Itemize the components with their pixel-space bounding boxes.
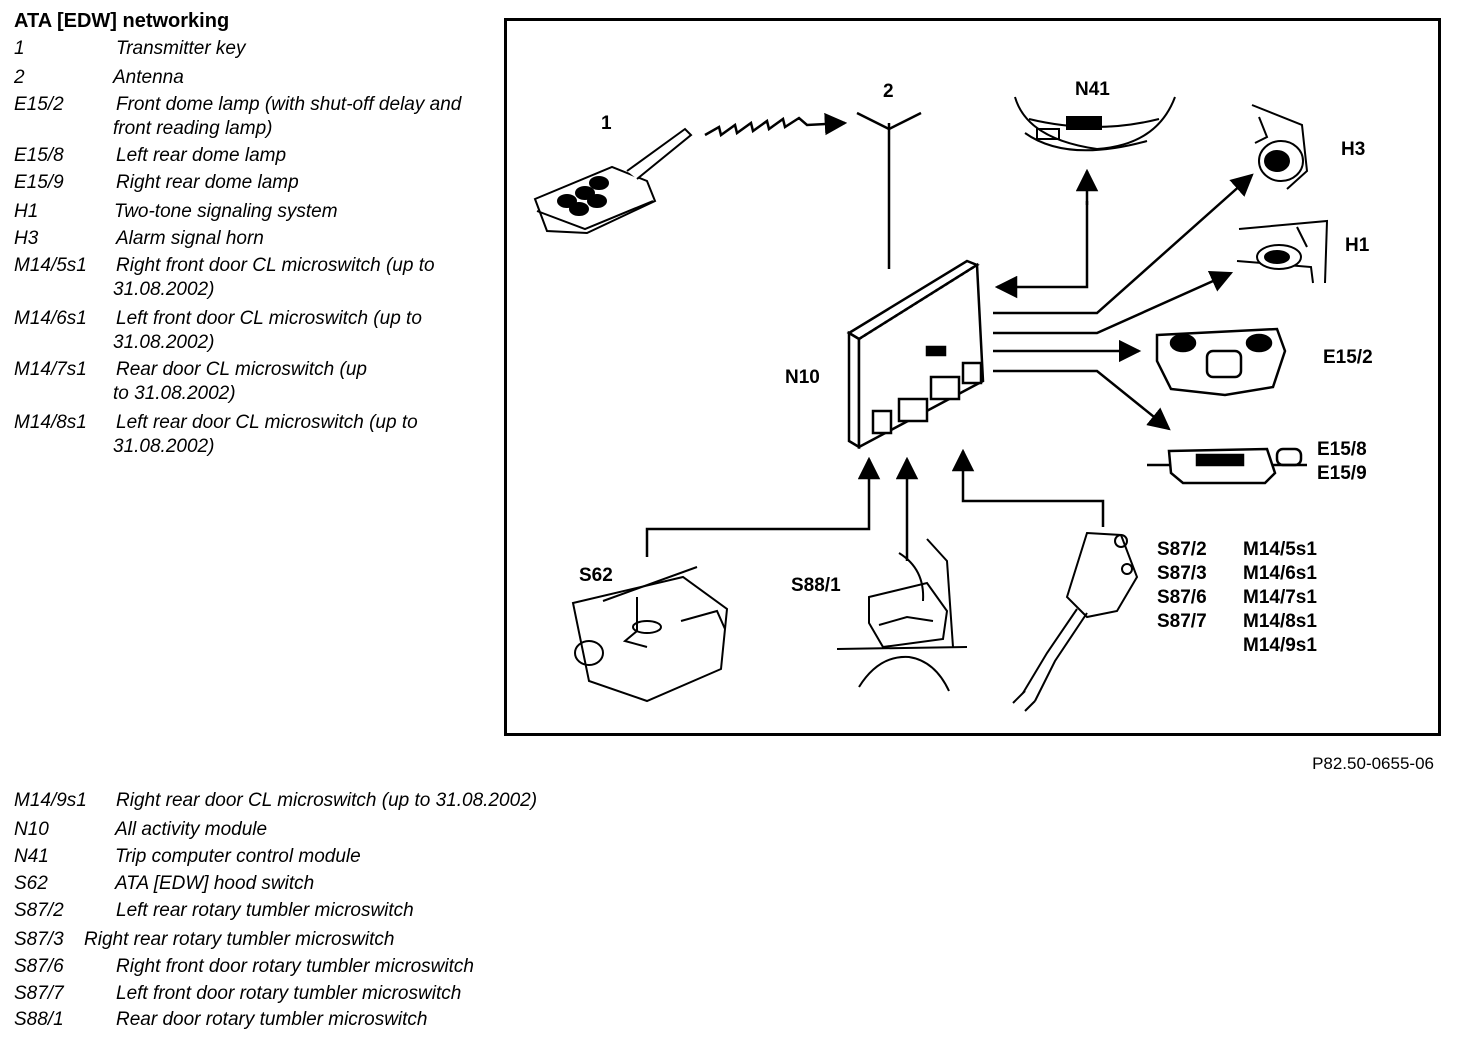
legend-code: M14/6s1 bbox=[14, 308, 87, 329]
legend-code: S87/3 bbox=[14, 929, 64, 950]
legend-desc: All activity module bbox=[115, 819, 268, 840]
label-m14-5s1: M14/5s1 bbox=[1243, 539, 1317, 560]
n10-connections bbox=[993, 168, 1254, 431]
input-connections bbox=[645, 448, 1105, 561]
label-s87-7: S87/7 bbox=[1157, 611, 1207, 632]
legend-desc: Antenna bbox=[113, 67, 184, 88]
legend-code: H1 bbox=[14, 201, 39, 222]
legend-desc: Left front door rotary tumbler microswit… bbox=[116, 983, 462, 1004]
label-s87-6: S87/6 bbox=[1157, 587, 1207, 608]
legend-code: E15/8 bbox=[14, 145, 64, 166]
transmitter-key-illustration bbox=[533, 127, 693, 235]
n10-module-illustration bbox=[846, 259, 985, 450]
legend-code: S87/2 bbox=[14, 900, 64, 921]
legend-code: 2 bbox=[14, 67, 25, 88]
label-h3: H3 bbox=[1341, 139, 1365, 160]
label-s87-2: S87/2 bbox=[1157, 539, 1207, 560]
legend-code: 1 bbox=[14, 38, 25, 59]
legend-code: S62 bbox=[14, 873, 48, 894]
front-dome-lamp-illustration bbox=[1155, 327, 1287, 397]
label-s87-3: S87/3 bbox=[1157, 563, 1207, 584]
legend-code: H3 bbox=[14, 228, 39, 249]
legend-desc: Trip computer control module bbox=[115, 846, 361, 867]
label-m14-8s1: M14/8s1 bbox=[1243, 611, 1317, 632]
legend-desc: Right rear dome lamp bbox=[116, 172, 299, 193]
label-m14-9s1: M14/9s1 bbox=[1243, 635, 1317, 656]
legend-desc: Left rear dome lamp bbox=[116, 145, 287, 166]
networking-diagram: 1 2 N41 H3 H1 E15/2 E15/8 E15/9 N10 S62 … bbox=[504, 18, 1441, 736]
legend-code: M14/7s1 bbox=[14, 359, 87, 380]
label-key: 1 bbox=[601, 113, 612, 134]
trip-computer-illustration bbox=[1014, 96, 1176, 152]
hood-switch-illustration bbox=[571, 566, 729, 703]
rear-dome-lamp-illustration bbox=[1147, 447, 1307, 485]
label-s88-1: S88/1 bbox=[791, 575, 841, 596]
figure-code: P82.50-0655-06 bbox=[1312, 754, 1434, 773]
label-n41: N41 bbox=[1075, 79, 1110, 100]
legend-desc: Front dome lamp (with shut-off delay and… bbox=[113, 94, 462, 139]
antenna-illustration bbox=[856, 111, 922, 269]
legend-code: M14/5s1 bbox=[14, 255, 87, 276]
legend-desc: Right front door rotary tumbler microswi… bbox=[116, 956, 474, 977]
legend-code: M14/9s1 bbox=[14, 790, 87, 811]
diagram-canvas: 1 2 N41 H3 H1 E15/2 E15/8 E15/9 N10 S62 … bbox=[533, 79, 1373, 712]
legend-desc: Right front door CL microswitch (up to 3… bbox=[113, 255, 435, 300]
label-m14-7s1: M14/7s1 bbox=[1243, 587, 1317, 608]
signal-zigzag bbox=[704, 112, 848, 138]
legend-code: N41 bbox=[14, 846, 49, 867]
label-e15-9: E15/9 bbox=[1317, 463, 1367, 484]
diagram-title: ATA [EDW] networking bbox=[14, 10, 230, 32]
legend-code: N10 bbox=[14, 819, 49, 840]
legend-code: S88/1 bbox=[14, 1009, 64, 1030]
legend-desc: Left front door CL microswitch (up to 31… bbox=[113, 308, 422, 353]
legend-code: S87/6 bbox=[14, 956, 64, 977]
legend-code: M14/8s1 bbox=[14, 412, 87, 433]
legend-desc: Transmitter key bbox=[116, 38, 246, 59]
label-n10: N10 bbox=[785, 367, 820, 388]
legend-code: S87/7 bbox=[14, 983, 64, 1004]
legend-desc: Left rear door CL microswitch (up to 31.… bbox=[113, 412, 418, 457]
two-tone-illustration bbox=[1236, 219, 1329, 284]
legend-desc: Rear door rotary tumbler microswitch bbox=[116, 1009, 428, 1030]
legend-desc: Alarm signal horn bbox=[116, 228, 264, 249]
lock-assembly-illustration bbox=[1012, 531, 1139, 712]
label-e15-2: E15/2 bbox=[1323, 347, 1373, 368]
label-e15-8: E15/8 bbox=[1317, 439, 1367, 460]
label-antenna: 2 bbox=[883, 81, 894, 102]
legend-code: E15/2 bbox=[14, 94, 64, 115]
legend-desc: Right rear rotary tumbler microswitch bbox=[84, 929, 395, 950]
legend-desc: Right rear door CL microswitch (up to 31… bbox=[116, 790, 538, 811]
legend-desc: Rear door CL microswitch (up to 31.08.20… bbox=[113, 359, 367, 404]
rear-door-tumbler-illustration bbox=[836, 538, 968, 692]
legend-desc: Two-tone signaling system bbox=[114, 201, 338, 222]
label-h1: H1 bbox=[1345, 235, 1370, 256]
legend-desc: ATA [EDW] hood switch bbox=[115, 873, 315, 894]
alarm-horn-illustration bbox=[1251, 104, 1309, 190]
legend-code: E15/9 bbox=[14, 172, 64, 193]
label-s62: S62 bbox=[579, 565, 613, 586]
label-m14-6s1: M14/6s1 bbox=[1243, 563, 1317, 584]
legend-desc: Left rear rotary tumbler microswitch bbox=[116, 900, 414, 921]
